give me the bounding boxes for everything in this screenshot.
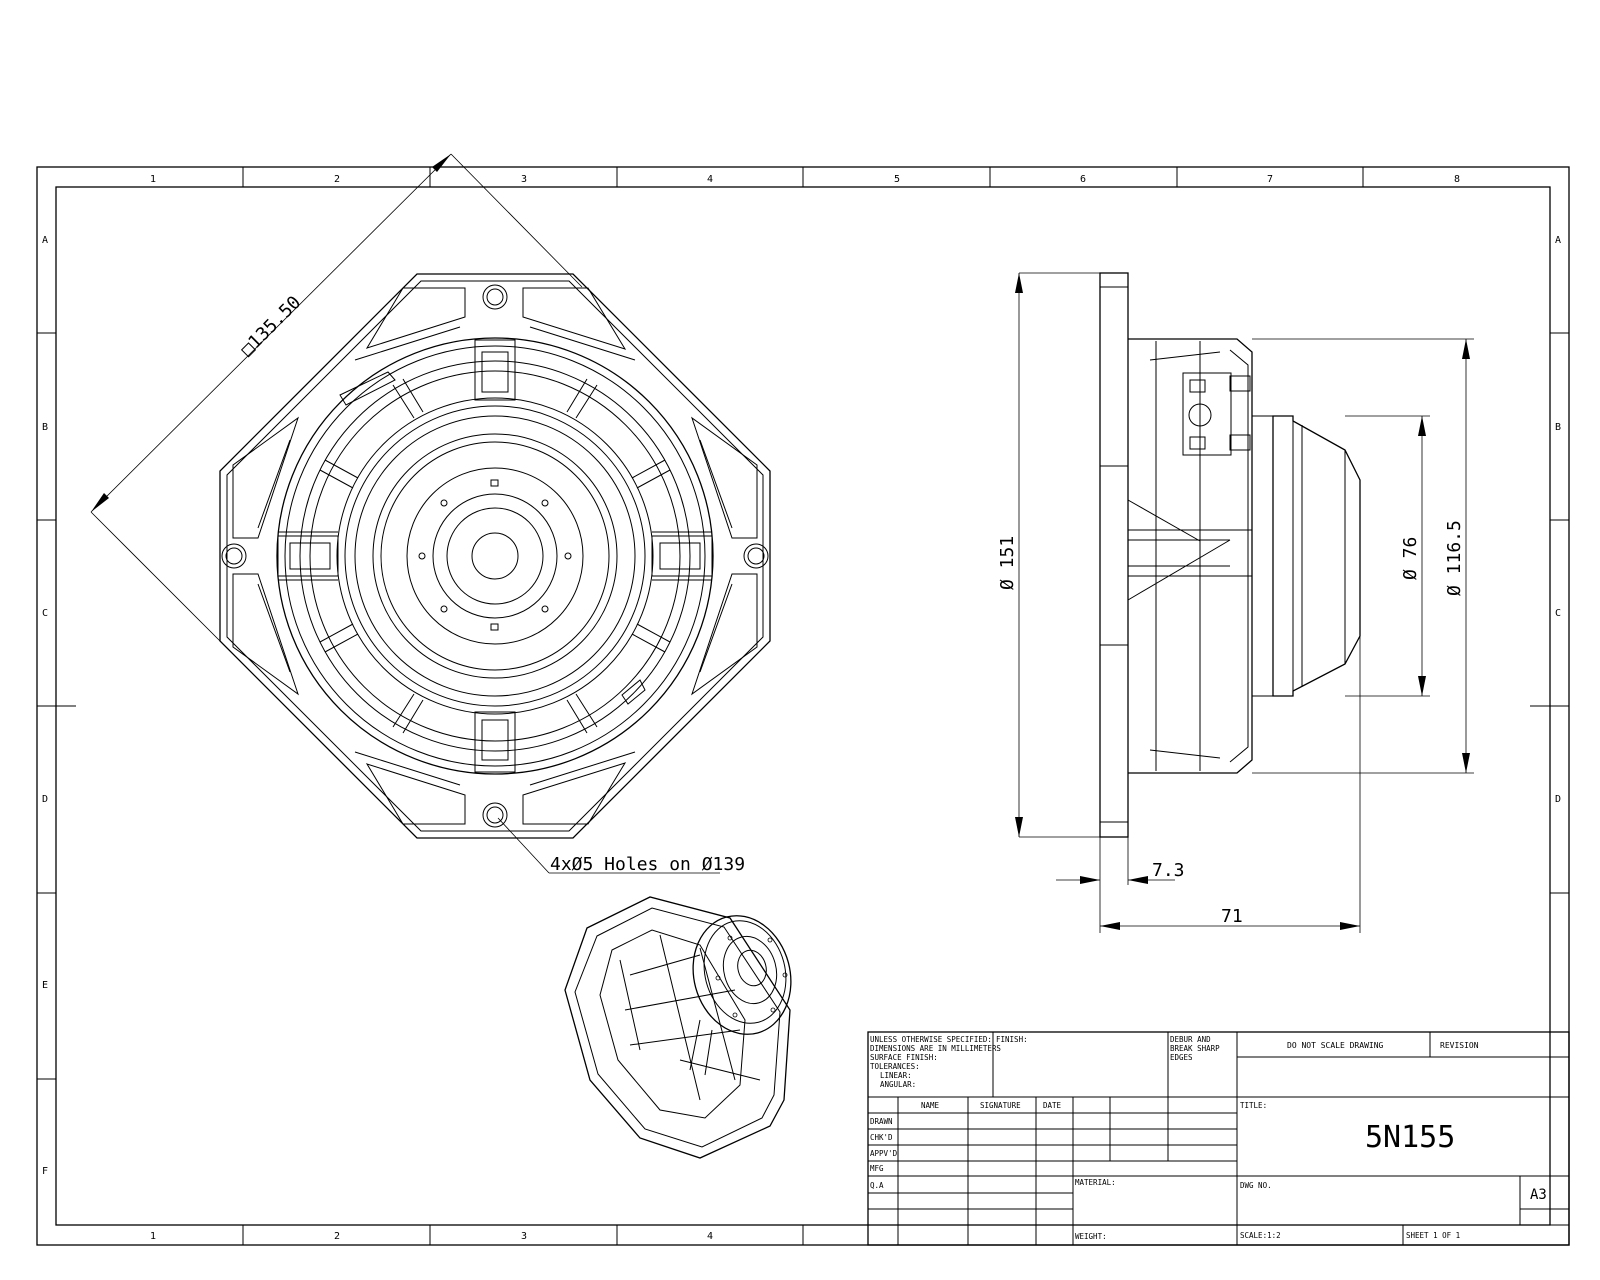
side-magnet (1272, 415, 1361, 697)
zone-row-b-right: B (1555, 422, 1561, 433)
tb-weight: WEIGHT: (1075, 1232, 1107, 1241)
mounting-hole-right (743, 543, 769, 569)
tb-role-approved: APPV'D (870, 1149, 898, 1158)
frame-inner-outline (226, 280, 764, 832)
frame-outline (219, 273, 771, 839)
tb-title: 5N155 (1365, 1120, 1455, 1155)
zone-col-1-top: 1 (150, 174, 156, 185)
side-view (1099, 272, 1361, 838)
tb-role-drawn: DRAWN (870, 1117, 893, 1126)
zone-row-c-left: C (42, 608, 48, 619)
tb-deburr-1: DEBUR AND (1170, 1035, 1211, 1044)
dimension-depth-7-3: 7.3 (1152, 860, 1185, 881)
zone-col-3-bottom: 3 (521, 1231, 527, 1242)
tb-finish: FINISH: (996, 1035, 1028, 1044)
zone-col-4-bottom: 4 (707, 1231, 713, 1242)
cone-rings (276, 337, 714, 775)
tb-deburr-3: EDGES (1170, 1053, 1193, 1062)
zone-col-7-top: 7 (1267, 174, 1273, 185)
tb-role-checked: CHK'D (870, 1133, 893, 1142)
mounting-hole-top (482, 284, 508, 310)
zone-col-1-bottom: 1 (150, 1231, 156, 1242)
magnet-screw-holes (418, 479, 572, 631)
tb-revision: REVISION (1440, 1041, 1479, 1050)
zone-row-b-left: B (42, 422, 48, 433)
tb-scale: SCALE:1:2 (1240, 1231, 1281, 1240)
diagonal-ribs (319, 371, 671, 734)
zone-row-d-left: D (42, 794, 48, 805)
holes-callout-label: 4xØ5 Holes on Ø139 (550, 854, 745, 875)
square-dimension: □135.50 (90, 153, 583, 642)
tb-material: MATERIAL: (1075, 1178, 1116, 1187)
dimension-dia-76: Ø 76 (1400, 537, 1421, 580)
tb-dwg-no: DWG NO. (1240, 1181, 1272, 1190)
tb-deburr-2: BREAK SHARP (1170, 1044, 1220, 1053)
title-block: UNLESS OTHERWISE SPECIFIED: DIMENSIONS A… (867, 1031, 1570, 1246)
tb-header-name: NAME (921, 1101, 940, 1110)
tb-title-label: TITLE: (1240, 1101, 1267, 1110)
zone-col-5-top: 5 (894, 174, 900, 185)
zone-col-8-top: 8 (1454, 174, 1460, 185)
dimension-dia-116: Ø 116.5 (1444, 520, 1465, 596)
dimension-depth-71: 71 (1221, 906, 1243, 927)
tb-note-2: DIMENSIONS ARE IN MILLIMETERS (870, 1044, 1001, 1053)
zone-row-e-left: E (42, 980, 48, 991)
tb-size: A3 (1530, 1187, 1547, 1203)
tb-role-qa: Q.A (870, 1181, 884, 1190)
zone-col-2-top: 2 (334, 174, 340, 185)
zone-row-c-right: C (1555, 608, 1561, 619)
zone-row-markers: A B C D E F A B C D (37, 235, 1569, 1177)
zone-row-a-left: A (42, 235, 48, 246)
tb-note-6: ANGULAR: (880, 1080, 916, 1089)
tb-header-date: DATE (1043, 1101, 1062, 1110)
square-dimension-label: □135.50 (237, 292, 305, 360)
side-dimensions: Ø 151 Ø 116.5 Ø 76 7.3 71 (997, 272, 1474, 933)
tb-header-signature: SIGNATURE (980, 1101, 1021, 1110)
tb-do-not-scale: DO NOT SCALE DRAWING (1287, 1041, 1384, 1050)
tb-note-3: SURFACE FINISH: (870, 1053, 938, 1062)
tb-note-4: TOLERANCES: (870, 1062, 920, 1071)
zone-col-2-bottom: 2 (334, 1231, 340, 1242)
tb-note-1: UNLESS OTHERWISE SPECIFIED: (870, 1035, 992, 1044)
zone-column-markers: 1 2 3 4 5 6 7 8 1 2 3 4 (150, 167, 1460, 1245)
iso-magnet (692, 915, 792, 1035)
mounting-hole-left (221, 543, 247, 569)
dimension-dia-151: Ø 151 (997, 536, 1018, 590)
spoke-blocks (277, 339, 713, 773)
zone-col-6-top: 6 (1080, 174, 1086, 185)
zone-row-d-right: D (1555, 794, 1561, 805)
isometric-view (564, 896, 792, 1159)
zone-col-4-top: 4 (707, 174, 713, 185)
tb-role-mfg: MFG (870, 1164, 884, 1173)
mounting-holes (221, 284, 769, 828)
front-view: □135.50 4xØ5 Holes on Ø139 (90, 153, 771, 875)
mounting-hole-bottom (482, 802, 508, 828)
zone-row-f-left: F (42, 1166, 48, 1177)
side-basket (1128, 338, 1253, 774)
zone-col-3-top: 3 (521, 174, 527, 185)
frame-window-slots (232, 287, 758, 825)
side-terminal (1182, 372, 1251, 456)
tb-sheet: SHEET 1 OF 1 (1406, 1231, 1460, 1240)
zone-row-a-right: A (1555, 235, 1561, 246)
tb-note-5: LINEAR: (880, 1071, 912, 1080)
holes-callout: 4xØ5 Holes on Ø139 (497, 817, 745, 875)
side-flange (1099, 272, 1129, 838)
